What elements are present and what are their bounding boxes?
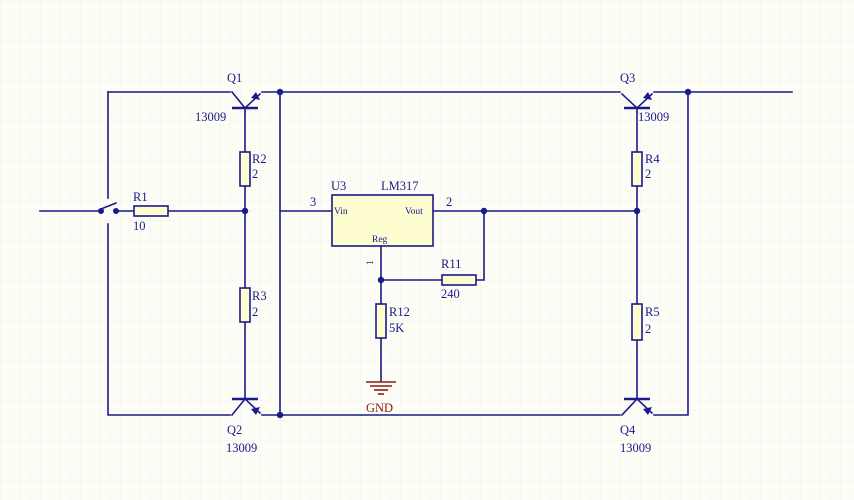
junction-dot [480, 207, 488, 215]
u3-pin-vout: Vout [405, 207, 423, 217]
junction-dot [241, 207, 249, 215]
u3-pin-number-1: 1 [366, 260, 376, 265]
ground-symbol: GND [366, 380, 396, 415]
junction-dot [377, 276, 385, 284]
resistor-r2: R2 2 [239, 151, 267, 187]
r5-ref: R5 [645, 305, 660, 319]
resistor-r4: R4 2 [631, 151, 660, 187]
q4-value: 13009 [620, 441, 651, 455]
r4-value: 2 [645, 167, 651, 181]
junction-dot [113, 208, 119, 214]
transistor-q1: Q1 13009 [195, 71, 262, 124]
resistor-r1: R1 10 [133, 190, 169, 233]
regulator-u3: U3 LM317 Vin Vout Reg 3 2 1 [310, 179, 452, 265]
transistor-q2: Q2 13009 [226, 397, 262, 455]
q2-ref: Q2 [227, 423, 242, 437]
resistor-r11: R11 240 [441, 257, 477, 301]
junctions [98, 88, 692, 419]
r12-ref: R12 [389, 305, 410, 319]
q4-ref: Q4 [620, 423, 636, 437]
r4-ref: R4 [645, 152, 660, 166]
q2-value: 13009 [226, 441, 257, 455]
r11-ref: R11 [441, 257, 461, 271]
wires [39, 91, 793, 416]
transistor-q4: Q4 13009 [620, 397, 654, 455]
r3-ref: R3 [252, 289, 267, 303]
r11-value: 240 [441, 287, 460, 301]
r5-value: 2 [645, 322, 651, 336]
junction-dot [633, 207, 641, 215]
q3-value: 13009 [638, 110, 669, 124]
u3-ref: U3 [331, 179, 346, 193]
u3-value: LM317 [381, 179, 419, 193]
q1-value: 13009 [195, 110, 226, 124]
u3-pin-reg: Reg [372, 235, 388, 245]
ground-label: GND [366, 401, 393, 415]
junction-dot [276, 411, 284, 419]
resistor-r5: R5 2 [631, 303, 660, 341]
r12-value: 5K [389, 321, 404, 335]
r1-value: 10 [133, 219, 146, 233]
q3-ref: Q3 [620, 71, 635, 85]
q1-ref: Q1 [227, 71, 242, 85]
resistor-r3: R3 2 [239, 287, 267, 323]
junction-dot [98, 208, 104, 214]
junction-dot [684, 88, 692, 96]
junction-dot [276, 88, 284, 96]
u3-pin-number-3: 3 [310, 195, 316, 209]
r1-ref: R1 [133, 190, 148, 204]
u3-pin-number-2: 2 [446, 195, 452, 209]
r2-ref: R2 [252, 152, 267, 166]
resistor-r12: R12 5K [375, 303, 410, 339]
r2-value: 2 [252, 167, 258, 181]
r3-value: 2 [252, 305, 258, 319]
u3-pin-vin: Vin [334, 207, 348, 217]
transistor-q3: Q3 13009 [620, 71, 669, 124]
